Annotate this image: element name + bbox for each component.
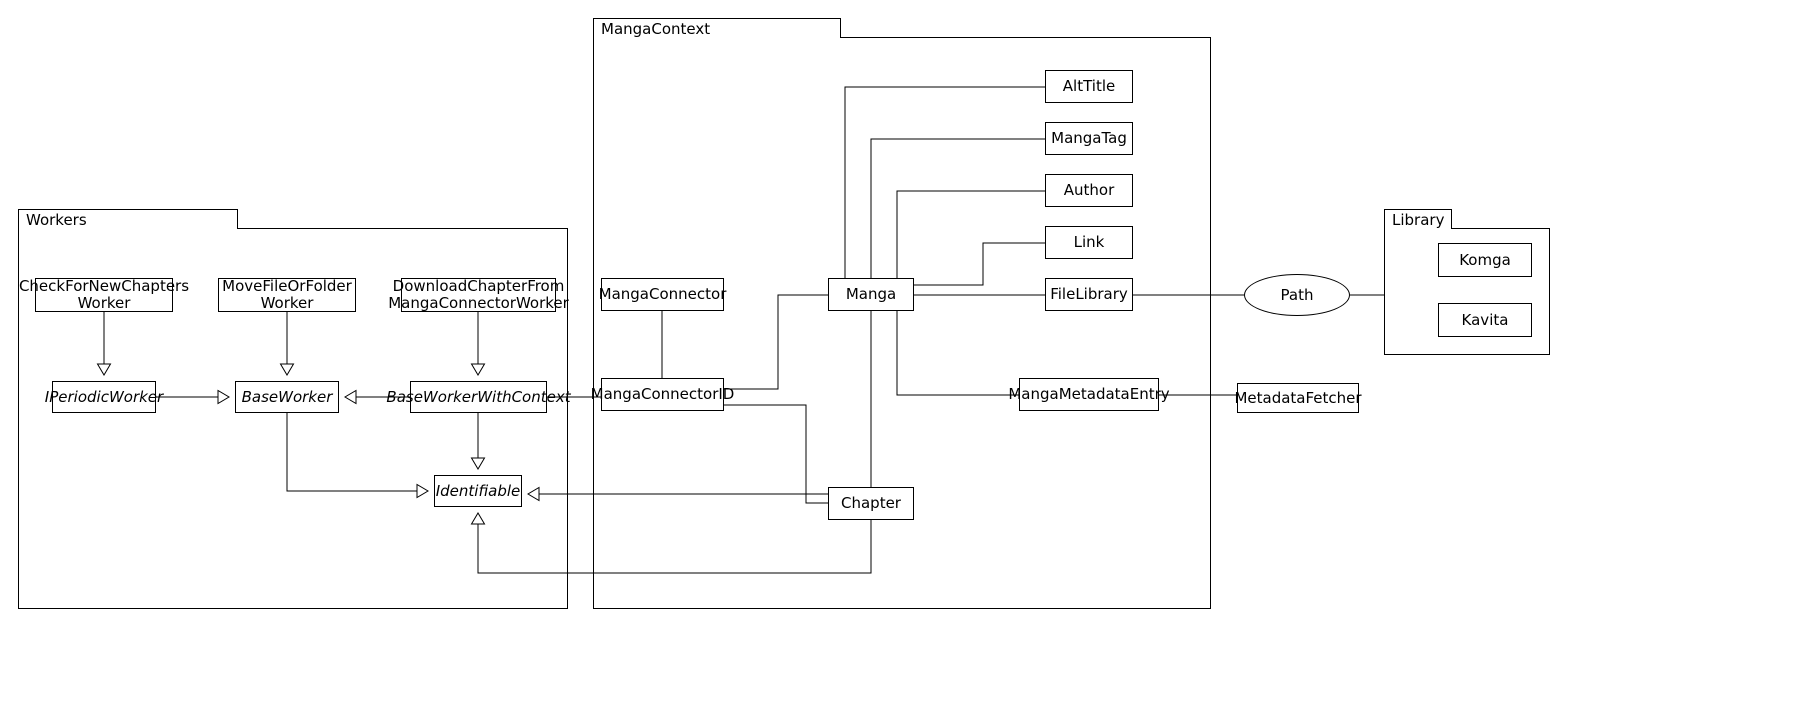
class-node-label: MangaMetadataEntry <box>1008 385 1170 404</box>
ellipse-node-label: Path <box>1280 286 1314 304</box>
package-tab-library: Library <box>1384 209 1452 229</box>
class-node-label: Kavita <box>1461 310 1509 329</box>
class-node-label: MangaTag <box>1051 129 1127 148</box>
class-node-komga[interactable]: Komga <box>1438 243 1532 277</box>
package-tab-mangacontext: MangaContext <box>593 18 841 38</box>
class-node-filelibrary[interactable]: FileLibrary <box>1045 278 1133 311</box>
class-node-mangaconnector[interactable]: MangaConnector <box>598 278 727 311</box>
class-node-label: MangaConnector <box>598 285 727 304</box>
class-node-mangametadataentry[interactable]: MangaMetadataEntry <box>1008 378 1170 411</box>
class-node-kavita[interactable]: Kavita <box>1438 303 1532 337</box>
class-node-label: Komga <box>1459 250 1511 269</box>
class-node-label: BaseWorker <box>241 387 333 406</box>
package-workers <box>18 228 568 609</box>
package-label: MangaContext <box>601 19 711 38</box>
class-node-label: MetadataFetcher <box>1234 388 1362 407</box>
class-node-mangaconnectorid[interactable]: MangaConnectorID <box>591 378 734 411</box>
class-node-downloadchapter[interactable]: DownloadChapterFrom MangaConnectorWorker <box>388 278 569 312</box>
class-node-label: BaseWorkerWithContext <box>386 387 571 406</box>
package-tab-seam <box>594 37 840 39</box>
package-label: Workers <box>26 210 87 229</box>
class-node-label: DownloadChapterFrom MangaConnectorWorker <box>388 277 569 312</box>
class-node-metadatafetcher[interactable]: MetadataFetcher <box>1234 383 1362 413</box>
package-tab-workers: Workers <box>18 209 238 229</box>
class-node-manga[interactable]: Manga <box>828 278 914 311</box>
class-node-label: Link <box>1073 233 1105 252</box>
class-node-author[interactable]: Author <box>1045 174 1133 207</box>
class-node-chapter[interactable]: Chapter <box>828 487 914 520</box>
package-mangacontext <box>593 37 1211 609</box>
class-node-label: CheckForNewChapters Worker <box>18 277 190 312</box>
class-node-checkfornewchapters[interactable]: CheckForNewChapters Worker <box>19 278 189 312</box>
class-node-label: IPeriodicWorker <box>44 387 164 406</box>
class-node-label: MoveFileOrFolder Worker <box>222 277 352 312</box>
package-label: Library <box>1392 210 1445 229</box>
class-node-identifiable[interactable]: Identifiable <box>434 475 522 507</box>
class-node-link[interactable]: Link <box>1045 226 1133 259</box>
class-node-mangatag[interactable]: MangaTag <box>1045 122 1133 155</box>
class-node-label: Manga <box>845 285 897 304</box>
class-node-label: Author <box>1063 181 1115 200</box>
class-node-baseworker[interactable]: BaseWorker <box>235 381 339 413</box>
class-node-label: AltTitle <box>1062 77 1116 96</box>
class-node-movefileorfolder[interactable]: MoveFileOrFolder Worker <box>218 278 356 312</box>
class-node-label: Identifiable <box>435 481 521 500</box>
class-node-baseworkerwithctx[interactable]: BaseWorkerWithContext <box>386 381 571 413</box>
package-tab-seam <box>19 228 237 230</box>
class-node-alttitle[interactable]: AltTitle <box>1045 70 1133 103</box>
package-tab-seam <box>1385 228 1451 230</box>
ellipse-node-path[interactable]: Path <box>1244 274 1350 316</box>
package-library <box>1384 228 1550 355</box>
class-node-iperiodicworker[interactable]: IPeriodicWorker <box>45 381 163 413</box>
class-node-label: FileLibrary <box>1050 285 1128 304</box>
class-node-label: MangaConnectorID <box>590 385 735 404</box>
class-node-label: Chapter <box>841 494 901 513</box>
